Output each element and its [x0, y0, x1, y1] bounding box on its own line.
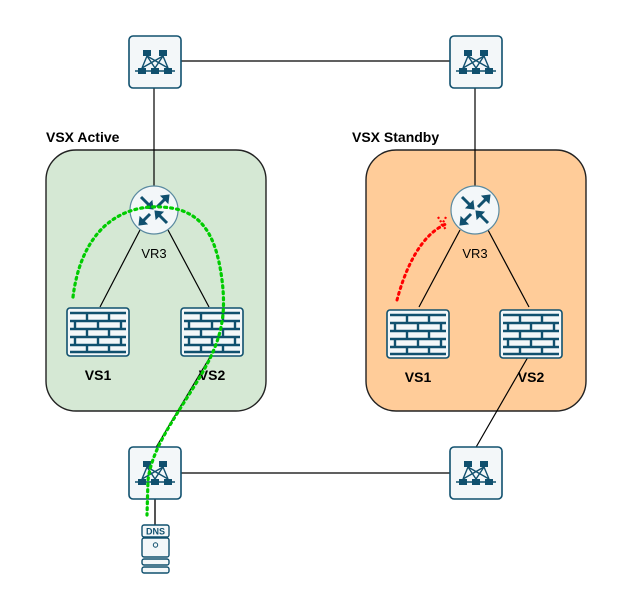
vsx-standby-title: VSX Standby: [352, 129, 439, 145]
standby-vr3-label: VR3: [462, 246, 487, 261]
link-standby-vs2-to-bottom-right-switch: [474, 356, 529, 450]
standby-vs1-label: VS1: [405, 369, 432, 385]
active-vs2-firewall-icon[interactable]: [179, 306, 245, 358]
dns-server-label: DNS: [146, 527, 165, 537]
standby-vs2-firewall-icon[interactable]: [498, 308, 564, 360]
link-active-vr3-to-vs1: [99, 229, 141, 308]
dns-server-icon[interactable]: DNS: [141, 524, 170, 574]
switch-bottom-right-icon[interactable]: [449, 446, 503, 500]
standby-vs1-firewall-icon[interactable]: [385, 308, 451, 360]
switch-top-left-icon[interactable]: [128, 35, 182, 89]
standby-vr3-router-icon[interactable]: [449, 184, 501, 236]
link-active-vr3-to-vs2: [167, 229, 210, 308]
links: [99, 60, 530, 525]
active-vs2-label: VS2: [199, 367, 226, 383]
active-vs1-label: VS1: [85, 367, 112, 383]
standby-vs2-label: VS2: [518, 369, 545, 385]
switch-top-right-icon[interactable]: [449, 35, 503, 89]
group-vsx-standby: VSX Standby: [352, 129, 587, 412]
flow-standby-path-blocked: [395, 222, 448, 302]
flow-active-path-allowed: [71, 205, 226, 517]
link-standby-vr3-to-vs1: [418, 229, 461, 308]
blocked-marker-icon: [437, 216, 447, 231]
active-vr3-label: VR3: [141, 246, 166, 261]
link-standby-vr3-to-vs2: [487, 229, 530, 308]
active-vs1-firewall-icon[interactable]: [65, 306, 131, 358]
vsx-active-title: VSX Active: [46, 129, 120, 145]
